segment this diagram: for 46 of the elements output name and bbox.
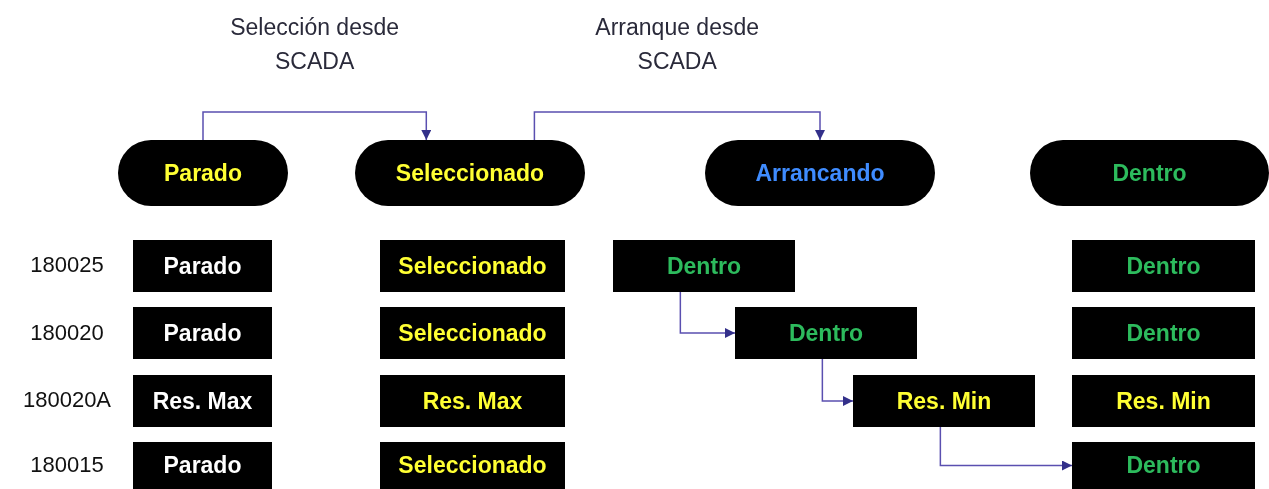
state-pill bbox=[1030, 140, 1269, 206]
row-label: 180020A bbox=[21, 387, 113, 413]
state-box bbox=[133, 240, 272, 292]
arrow bbox=[202, 111, 432, 141]
state-label: Arrancando bbox=[755, 159, 885, 187]
arrow bbox=[533, 111, 825, 141]
state-box bbox=[380, 442, 565, 489]
arrow bbox=[821, 358, 854, 406]
edge-label: Selección desde SCADA bbox=[229, 13, 401, 76]
state-box bbox=[133, 307, 272, 359]
state-box bbox=[380, 307, 565, 359]
state-label: Res. Min bbox=[1116, 387, 1211, 415]
state-label: Seleccionado bbox=[395, 159, 545, 187]
state-label: Parado bbox=[163, 252, 242, 280]
row-label: 180015 bbox=[29, 452, 105, 478]
state-label: Dentro bbox=[1126, 252, 1201, 280]
arrow bbox=[939, 426, 1073, 471]
state-label: Seleccionado bbox=[398, 452, 547, 479]
state-box bbox=[133, 442, 272, 489]
state-label: Seleccionado bbox=[398, 252, 547, 280]
row-label: 180025 bbox=[29, 252, 105, 278]
state-box bbox=[1072, 307, 1255, 359]
state-box bbox=[1072, 375, 1255, 427]
state-label: Res. Max bbox=[152, 387, 253, 415]
row-label: 180020 bbox=[29, 320, 105, 346]
state-label: Dentro bbox=[666, 252, 742, 280]
state-label: Parado bbox=[163, 319, 242, 347]
state-box bbox=[735, 307, 917, 359]
state-box bbox=[1072, 240, 1255, 292]
state-label: Res. Max bbox=[422, 387, 523, 415]
state-label: Dentro bbox=[1126, 452, 1201, 479]
state-label: Parado bbox=[163, 452, 242, 479]
state-box bbox=[380, 375, 565, 427]
state-label: Seleccionado bbox=[398, 319, 547, 347]
state-label: Dentro bbox=[1126, 319, 1201, 347]
state-label: Dentro bbox=[1112, 159, 1187, 187]
state-box bbox=[133, 375, 272, 427]
arrow bbox=[679, 291, 736, 338]
state-box bbox=[1072, 442, 1255, 489]
state-box bbox=[380, 240, 565, 292]
state-box bbox=[853, 375, 1035, 427]
state-label: Dentro bbox=[788, 319, 864, 347]
edge-label: Arranque desde SCADA bbox=[594, 13, 761, 76]
state-label: Parado bbox=[164, 159, 242, 187]
state-label: Res. Min bbox=[896, 387, 992, 415]
state-box bbox=[613, 240, 795, 292]
